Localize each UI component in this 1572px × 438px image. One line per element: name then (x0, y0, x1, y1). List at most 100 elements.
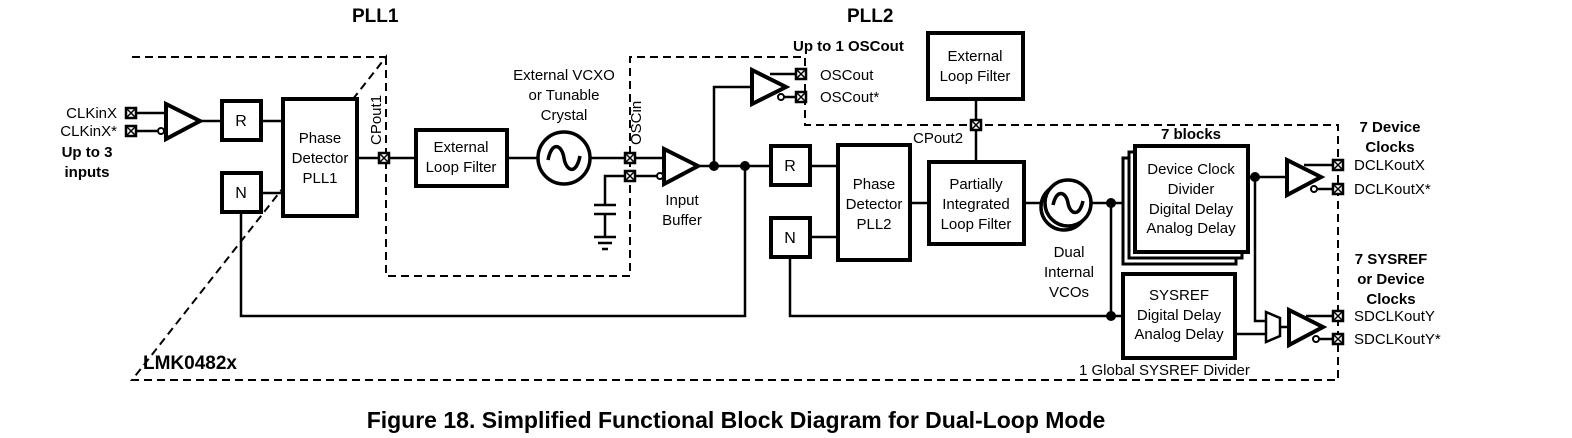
wire (1304, 163, 1333, 191)
vco-line3: VCOs (1049, 284, 1089, 301)
inverting-bubble-icon (1312, 335, 1320, 343)
oscout-pin (794, 67, 808, 81)
inverting-bubble-icon (777, 93, 785, 101)
wire (770, 72, 796, 99)
device-clocks-heading-line1: 7 Device (1360, 119, 1421, 136)
sysref-line1: SYSREF (1149, 287, 1209, 304)
dclkout-n-pin (1331, 182, 1345, 196)
input-buffer-icon (662, 145, 703, 188)
pd2-line3: PLL2 (856, 216, 891, 233)
clkin-n-label: CLKinX* (60, 123, 117, 140)
oscout-heading: Up to 1 OSCout (793, 38, 904, 55)
sysref-heading-line3: Clocks (1366, 291, 1415, 308)
pll1-r-divider (220, 99, 263, 142)
figure-caption: Figure 18. Simplified Functional Block D… (367, 407, 1106, 433)
inverting-bubble-icon (1310, 185, 1318, 193)
clkin-buffer-icon (164, 100, 205, 143)
sdclkout-buffer-icon (1287, 306, 1328, 349)
pll2-heading: PLL2 (847, 6, 893, 27)
oscout-buffer-icon (750, 66, 791, 108)
vco-line1: Dual (1054, 244, 1085, 261)
pd1-line1: Phase (299, 130, 342, 147)
sdclkout-label: SDCLKoutY (1354, 308, 1435, 325)
device-clock-line1: Device Clock (1147, 161, 1235, 178)
dclkout-buffer-icon (1285, 156, 1326, 199)
device-clock-line4: Analog Delay (1146, 220, 1236, 237)
inverting-bubble-icon (157, 127, 165, 135)
vcxo-line2: or Tunable (529, 87, 600, 104)
clkin-pin (124, 106, 138, 120)
sysref-heading-line2: or Device (1357, 271, 1425, 288)
pll2-external-loop-filter (926, 31, 1025, 101)
wire (261, 119, 283, 195)
input-buffer-line2: Buffer (662, 212, 702, 229)
partially-integrated-loop-filter (927, 160, 1026, 246)
oscin-n-pin (623, 169, 637, 183)
vcxo-line1: External VCXO (513, 67, 615, 84)
device-label: LMK0482x (143, 353, 237, 374)
pll2-r-divider (769, 144, 812, 187)
pll1-feedback-wire (239, 166, 747, 318)
device-clock-line3: Digital Delay (1149, 201, 1234, 218)
device-clocks-heading-line2: Clocks (1365, 139, 1414, 156)
pll1-heading: PLL1 (352, 6, 399, 27)
sysref-mux-icon (1264, 310, 1282, 344)
cpout1-label: CPout1 (368, 95, 385, 145)
wire (1306, 314, 1333, 341)
clkin-n-pin (124, 124, 138, 138)
pll2-feedback-wire (788, 203, 1122, 318)
dclkout-n-label: DCLKoutX* (1354, 181, 1431, 198)
wire (810, 164, 838, 239)
oscout-n-label: OSCout* (820, 89, 879, 106)
wire (712, 85, 752, 166)
clkin-wires (136, 111, 166, 133)
sysref-line3: Analog Delay (1134, 326, 1224, 343)
pi-filter-line2: Integrated (942, 196, 1010, 213)
pll2-phase-detector (836, 143, 912, 262)
dclkout-pin (1331, 158, 1345, 172)
cpout2-label: CPout2 (913, 130, 963, 147)
pd1-line2: Detector (292, 150, 349, 167)
sdclkout-pin (1331, 309, 1345, 323)
dclkout-label: DCLKoutX (1354, 157, 1425, 174)
pll2-r-label: R (784, 158, 796, 175)
pll1-n-label: N (235, 185, 247, 202)
wire (635, 156, 663, 178)
sysref-divider-note: 1 Global SYSREF Divider (1079, 362, 1250, 379)
pll2-ext-filter-line1: External (947, 48, 1002, 65)
pll1-ext-filter-line1: External (433, 139, 488, 156)
seven-blocks-label: 7 blocks (1161, 126, 1221, 143)
input-count-line2: inputs (65, 164, 110, 181)
pll2-n-label: N (784, 230, 796, 247)
oscin-label: OSCin (628, 101, 645, 145)
dual-vco-oscillator-icon (1039, 178, 1093, 232)
sdclkout-n-pin (1331, 332, 1345, 346)
vco-line2: Internal (1044, 264, 1094, 281)
pll2-ext-filter-line2: Loop Filter (940, 68, 1011, 85)
sdclkout-n-label: SDCLKoutY* (1354, 331, 1441, 348)
device-clock-divider-block (1133, 144, 1250, 254)
clkin-label: CLKinX (66, 105, 117, 122)
pd2-line2: Detector (846, 196, 903, 213)
pll1-ext-filter-line2: Loop Filter (426, 159, 497, 176)
pd2-line1: Phase (853, 176, 896, 193)
cpout2-pin (969, 118, 983, 132)
pi-filter-line1: Partially (949, 176, 1003, 193)
pll2-n-divider (769, 216, 812, 259)
pd1-line3: PLL1 (302, 170, 337, 187)
pi-filter-line3: Loop Filter (941, 216, 1012, 233)
junction-dot (1106, 311, 1116, 321)
oscout-label: OSCout (820, 67, 874, 84)
cpout1-pin (377, 151, 391, 165)
device-clock-line2: Divider (1168, 181, 1215, 198)
vcxo-line3: Crystal (541, 107, 588, 124)
oscout-n-pin (794, 90, 808, 104)
pll1-r-label: R (235, 113, 247, 130)
vcxo-oscillator-icon (536, 130, 592, 186)
pll1-external-loop-filter (414, 128, 509, 188)
capacitor-ground-icon (594, 174, 625, 251)
sysref-line2: Digital Delay (1137, 307, 1222, 324)
oscin-pin (623, 151, 637, 165)
input-count-line1: Up to 3 (62, 144, 113, 161)
